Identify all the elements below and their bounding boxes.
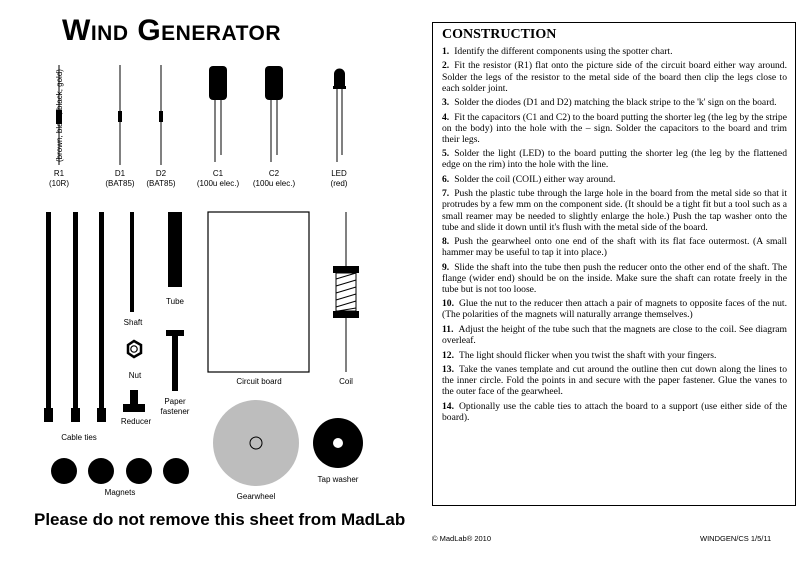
step-text: Adjust the height of the tube such that … [442,323,787,347]
step-number: 10. [442,298,454,310]
footer-note: Please do not remove this sheet from Mad… [34,510,406,529]
capacitor-c1-icon [209,66,227,162]
step-number: 13. [442,364,454,376]
step-number: 14. [442,400,454,412]
step-text: Slide the shaft into the tube then push … [442,261,787,295]
construction-step: 10.Glue the nut to the reducer then atta… [442,298,787,320]
construction-step: 7.Push the plastic tube through the larg… [442,188,787,232]
d1-label: D1(BAT85) [105,169,135,188]
coil-label: Coil [339,377,353,386]
shaft-label: Shaft [123,318,143,327]
construction-step: 2.Fit the resistor (R1) flat onto the pi… [442,60,787,93]
step-number: 7. [442,188,450,200]
step-text: Solder the coil (COIL) either way around… [454,173,616,185]
step-number: 9. [442,261,450,273]
step-number: 3. [442,97,450,109]
c2-label: C2(100u elec.) [252,169,296,188]
step-text: Fit the resistor (R1) flat onto the pict… [442,60,787,94]
tube-label: Tube [166,297,184,306]
copyright: © MadLab® 2010 [432,534,492,543]
step-number: 8. [442,236,450,248]
paper-fastener-label: Paper fastener [160,397,190,416]
magnets-icon [51,458,189,484]
resistor-r1-icon [56,65,62,165]
construction-step: 14.Optionally use the cable ties to atta… [442,401,787,423]
document-code: WINDGEN/CS 1/5/11 [700,534,772,543]
diode-d2-icon [159,65,163,165]
step-number: 4. [442,111,450,123]
step-text: The light should flicker when you twist … [459,349,717,361]
circuit-board-label: Circuit board [236,377,282,386]
tap-washer-label: Tap washer [317,475,359,484]
coil-icon [333,212,359,372]
step-text: Take the vanes template and cut around t… [442,364,787,398]
construction-step: 11.Adjust the height of the tube such th… [442,324,787,346]
step-text: Optionally use the cable ties to attach … [442,400,787,423]
gearwheel-icon [213,400,299,486]
step-number: 1. [442,46,450,57]
paper-fastener-icon [166,330,184,391]
cable-ties-label: Cable ties [61,433,97,442]
capacitor-c2-icon [265,66,283,162]
step-text: Glue the nut to the reducer then attach … [442,298,787,321]
step-text: Solder the light (LED) to the board putt… [442,148,787,171]
step-number: 2. [442,60,450,72]
cable-ties-icon [44,212,106,422]
construction-step: 6. Solder the coil (COIL) either way arou… [442,174,787,185]
construction-steps: 1. Identify the different components usin… [442,46,787,423]
reducer-label: Reducer [120,417,152,426]
c1-label: C1(100u elec.) [196,169,240,188]
construction-step: 3. Solder the diodes (D1 and D2) matching… [442,97,787,108]
step-text: Push the plastic tube through the large … [442,188,787,233]
step-number: 6. [442,173,450,185]
diode-d1-icon [118,65,122,165]
construction-heading: CONSTRUCTION [442,27,557,42]
shaft-icon [130,212,134,312]
parts-diagram [44,65,363,486]
r1-label: R1(10R) [48,169,69,188]
construction-panel: CONSTRUCTION 1. Identify the different co… [432,22,796,506]
step-text: Push the gearwheel onto one end of the s… [442,236,787,259]
reducer-icon [123,390,145,412]
construction-step: 5.Solder the light (LED) to the board pu… [442,148,787,170]
step-number: 5. [442,148,450,160]
nut-icon [126,339,143,359]
step-number: 11. [442,323,454,335]
construction-step: 1. Identify the different components usin… [442,46,787,57]
r1-colour-code: (brown, black, black, gold) [55,69,64,162]
step-text: Identify the different components using … [454,46,673,57]
tube-icon [168,212,182,287]
construction-step: 12. The light should flicker when you twi… [442,350,787,361]
magnets-label: Magnets [104,488,136,497]
nut-label: Nut [128,371,142,380]
led-icon [333,68,346,162]
step-text: Solder the diodes (D1 and D2) matching t… [454,97,777,109]
d2-label: D2(BAT85) [146,169,176,188]
step-number: 12. [442,349,454,361]
step-text: Fit the capacitors (C1 and C2) to the bo… [442,111,787,145]
construction-step: 4.Fit the capacitors (C1 and C2) to the … [442,112,787,145]
tap-washer-icon [313,418,363,468]
circuit-board-icon [207,211,310,373]
page-title: Wind Generator [62,14,282,47]
construction-step: 13.Take the vanes template and cut aroun… [442,364,787,397]
construction-step: 8.Push the gearwheel onto one end of the… [442,236,787,258]
led-label: LED(red) [330,169,348,188]
construction-step: 9.Slide the shaft into the tube then pus… [442,262,787,295]
gearwheel-label: Gearwheel [236,492,276,501]
